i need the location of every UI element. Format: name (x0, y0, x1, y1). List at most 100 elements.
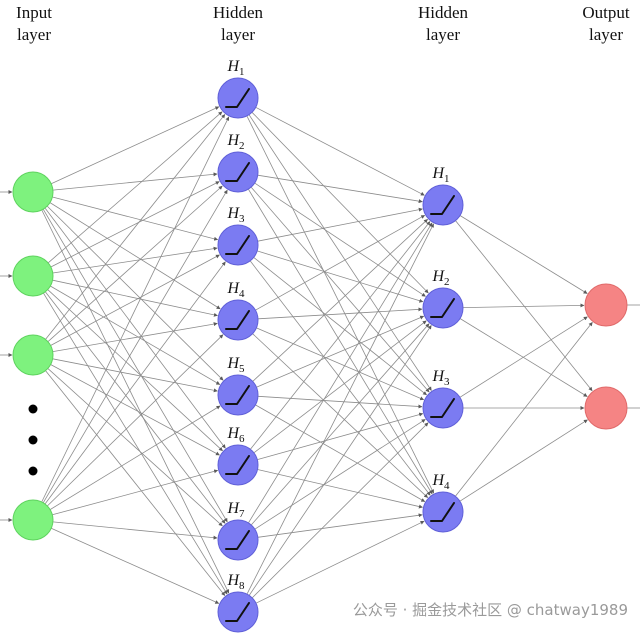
input-node-3 (12, 334, 54, 376)
watermark: 公众号 · 掘金技术社区 @ chatway1989 (353, 601, 628, 619)
input-to-hidden1-edge (52, 172, 218, 191)
input-to-hidden1-edge (51, 527, 220, 604)
output-node-1 (584, 283, 628, 327)
input-to-hidden1-edge (46, 205, 224, 381)
output-node-2 (584, 386, 628, 430)
hidden1-to-hidden2-edge (257, 207, 423, 242)
hidden1-to-hidden2-edge (256, 315, 425, 388)
hidden1-to-hidden2-edge (251, 112, 429, 294)
relu-activation-icon (225, 162, 250, 182)
relu-activation-icon (225, 88, 250, 108)
hidden1-to-hidden2-edge (248, 325, 432, 596)
nodes (12, 77, 628, 633)
hidden2-node-2 (422, 287, 464, 329)
relu-activation-icon (225, 530, 250, 550)
hidden1-to-hidden2-edge (257, 469, 423, 509)
input-to-hidden1-edge (47, 368, 223, 527)
input-to-hidden1-edge (52, 196, 219, 241)
hidden1-node-1 (217, 77, 259, 119)
hidden1-to-hidden2-edge (256, 250, 424, 303)
input-to-hidden1-edge (42, 208, 228, 523)
relu-activation-icon (430, 398, 455, 418)
input-to-hidden1-edge (44, 207, 226, 449)
input-to-hidden1-edge (50, 364, 220, 456)
hidden1-to-hidden2-edge (251, 422, 429, 599)
hidden1-node-label-8: H8 (226, 572, 245, 592)
hidden1-node-5 (217, 374, 259, 416)
hidden1-to-hidden2-edge (257, 395, 423, 409)
input-node-4 (12, 499, 54, 541)
hidden1-to-hidden2-edge (253, 257, 427, 396)
input-to-hidden1-edge (51, 106, 220, 185)
input-to-hidden1-edge (52, 469, 219, 516)
hidden1-node-4 (217, 299, 259, 341)
hidden1-to-hidden2-edge (257, 307, 423, 320)
hidden1-to-hidden2-edge (254, 419, 426, 530)
input-to-hidden1-edge (49, 405, 221, 510)
input-to-hidden1-edge (52, 246, 218, 274)
input-to-hidden1-edge (45, 370, 226, 596)
input-ellipsis (28, 404, 38, 476)
hidden2-to-output-edge (462, 303, 585, 308)
hidden2-to-output-edge (459, 215, 588, 294)
hidden1-to-hidden2-edge (255, 106, 425, 196)
input-to-hidden1-edge (50, 254, 220, 346)
input-to-hidden1-edge (42, 189, 228, 504)
hidden1-node-label-7: H7 (226, 500, 245, 520)
hidden2-node-label-2: H2 (431, 268, 449, 288)
input-to-hidden1-edge (44, 261, 226, 505)
hidden1-to-hidden2-edge (257, 174, 423, 204)
input-to-hidden1-edge (52, 358, 218, 393)
hidden1-node-label-4: H4 (226, 280, 245, 300)
input-to-hidden1-edge (44, 291, 226, 524)
input-layer-header-line2: layer (17, 25, 51, 44)
hidden1-to-hidden2-edge (252, 333, 428, 498)
relu-activation-icon (225, 455, 250, 475)
input-to-hidden1-edge (52, 322, 218, 352)
hidden1-node-8 (217, 591, 259, 633)
hidden1-to-hidden2-edge (250, 323, 430, 526)
relu-activation-icon (430, 298, 455, 318)
relu-activation-icon (430, 502, 455, 522)
input-to-hidden1-edge (47, 289, 223, 452)
hidden1-to-hidden2-edge (255, 520, 425, 604)
input-to-hidden1-edge (47, 185, 223, 342)
input-node-1 (12, 171, 54, 213)
hidden1-to-hidden2-edge (250, 221, 431, 450)
hidden2-node-3 (422, 387, 464, 429)
hidden1-to-hidden2-edge (249, 260, 431, 496)
input-to-hidden1-edge (41, 116, 230, 503)
relu-activation-icon (430, 195, 455, 215)
hidden2-to-output-edge (455, 321, 593, 497)
hidden1-node-label-2: H2 (226, 132, 244, 152)
hidden-layer-2-header-line1: Hidden (418, 3, 469, 22)
relu-activation-icon (225, 310, 250, 330)
hidden2-to-output-edge (459, 419, 588, 502)
hidden1-node-label-6: H6 (226, 425, 245, 445)
hidden1-to-hidden2-edge (256, 327, 425, 401)
hidden1-node-label-5: H5 (226, 355, 245, 375)
hidden2-node-label-3: H3 (431, 368, 450, 388)
hidden2-node-1 (422, 184, 464, 226)
input-to-hidden1-edge (50, 181, 220, 268)
hidden-layer-1-header-line2: layer (221, 25, 255, 44)
hidden2-node-label-1: H1 (431, 165, 449, 185)
hidden1-to-hidden2-edge (250, 186, 430, 393)
input-to-hidden1-edge (47, 111, 223, 264)
hidden2-to-output-edge (459, 316, 588, 398)
hidden2-to-output-edge (455, 220, 593, 392)
input-to-hidden1-edge (43, 292, 228, 595)
output-layer-header-line1: Output (582, 3, 630, 22)
input-to-hidden1-edge (50, 285, 221, 385)
input-to-hidden1-edge (45, 114, 226, 340)
hidden1-to-hidden2-edge (257, 412, 424, 460)
hidden1-to-hidden2-edge (253, 320, 427, 454)
input-to-hidden1-edge (49, 202, 221, 310)
hidden1-to-hidden2-edge (255, 404, 426, 502)
hidden1-to-hidden2-edge (257, 513, 423, 538)
hidden1-to-hidden2-edge (254, 182, 426, 297)
hidden2-node-4 (422, 491, 464, 533)
hidden2-node-label-4: H4 (431, 472, 450, 492)
